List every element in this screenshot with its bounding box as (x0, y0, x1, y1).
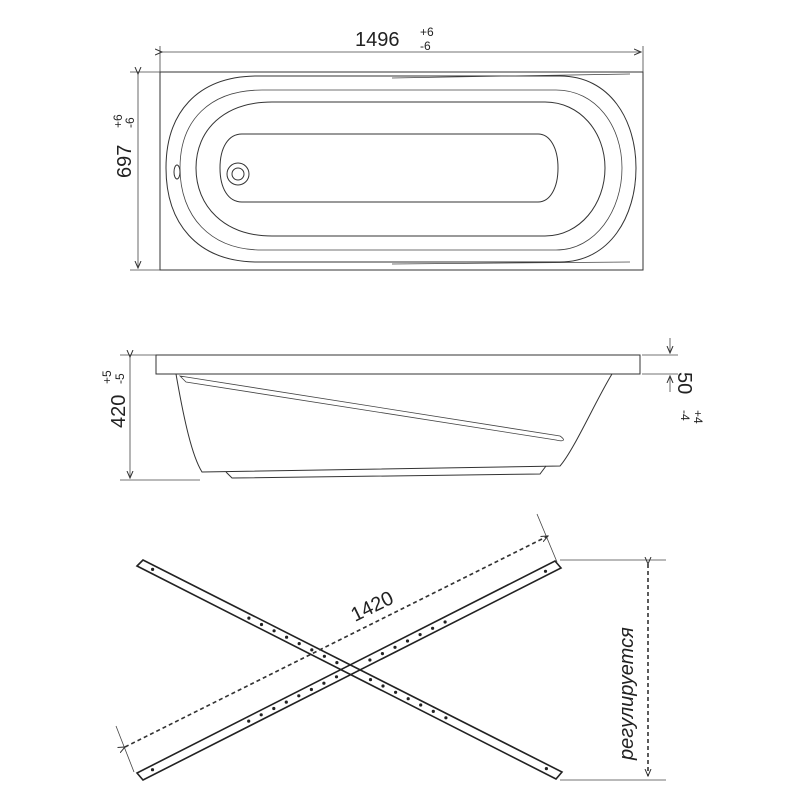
adjustable-label: регулируется (616, 627, 638, 761)
tub-rim-side (155, 354, 641, 375)
overflow-hole (173, 164, 181, 180)
span-value: 1420 (348, 587, 398, 626)
frame-bar-b (135, 560, 563, 781)
mounting-hole (322, 654, 326, 658)
rim-edge-line (391, 73, 631, 79)
tub-inner-slope (178, 375, 564, 442)
rim-tol-plus: +4 (691, 410, 705, 424)
top-view: 1496 +6 -6 697 +6 -6 (111, 25, 644, 271)
mounting-hole (418, 633, 422, 637)
span-dimension-line (125, 535, 548, 747)
mounting-hole (443, 620, 447, 624)
frame-view: 1420 регулируется (115, 513, 666, 781)
rim-tol-minus: -4 (678, 410, 692, 421)
mounting-hole (297, 642, 301, 646)
mounting-hole (335, 661, 339, 665)
mounting-hole (309, 687, 313, 692)
mounting-hole (406, 697, 410, 701)
length-value: 1496 (355, 29, 400, 51)
mounting-hole (368, 658, 372, 662)
mounting-hole (381, 684, 385, 688)
side-view: 420 +5 -5 50 +4 -4 (100, 338, 705, 481)
tub-interior (195, 101, 606, 237)
width-value: 697 (114, 145, 136, 178)
length-tol-minus: -6 (420, 39, 431, 53)
rim-value: 50 (673, 372, 695, 394)
mounting-hole (259, 622, 264, 627)
height-tol-plus: +5 (100, 370, 114, 384)
height-value: 420 (108, 395, 130, 428)
mounting-hole (544, 767, 549, 771)
tub-outline-top (159, 71, 644, 271)
mounting-hole (272, 629, 276, 633)
mounting-hole (297, 694, 301, 698)
extension-line (536, 513, 558, 563)
mounting-hole (431, 709, 435, 714)
mounting-hole (322, 681, 326, 685)
mounting-hole (272, 706, 276, 711)
length-tol-plus: +6 (420, 25, 434, 39)
width-tol-minus: -6 (123, 117, 137, 128)
height-tol-minus: -5 (113, 373, 127, 384)
width-tol-plus: +6 (111, 114, 125, 128)
mounting-hole (285, 635, 289, 639)
mounting-hole (368, 678, 373, 682)
mounting-hole (150, 768, 155, 772)
mounting-hole (419, 703, 423, 707)
mounting-hole (247, 616, 251, 620)
tub-base (225, 465, 547, 479)
drain-outer (226, 162, 250, 186)
rim-edge-line (391, 261, 631, 265)
mounting-hole (405, 639, 410, 643)
mounting-hole (151, 567, 155, 572)
mounting-hole (247, 719, 251, 723)
mounting-hole (431, 626, 435, 630)
mounting-hole (393, 645, 397, 649)
mounting-hole (394, 690, 398, 694)
mounting-hole (259, 713, 263, 717)
mounting-hole (543, 569, 548, 573)
mounting-hole (310, 648, 314, 652)
frame-mounting-holes (150, 567, 549, 772)
mounting-hole (334, 675, 339, 679)
mounting-hole (380, 652, 384, 656)
tub-body-side (175, 373, 613, 473)
frame-bar-a (135, 559, 564, 780)
drain-inner (231, 167, 245, 181)
tub-bottom (219, 133, 559, 203)
tub-rim-inner (179, 89, 623, 251)
extension-line (115, 725, 135, 773)
tub-rim-outer (165, 75, 637, 263)
mounting-hole (284, 700, 288, 704)
mounting-hole (444, 716, 448, 720)
